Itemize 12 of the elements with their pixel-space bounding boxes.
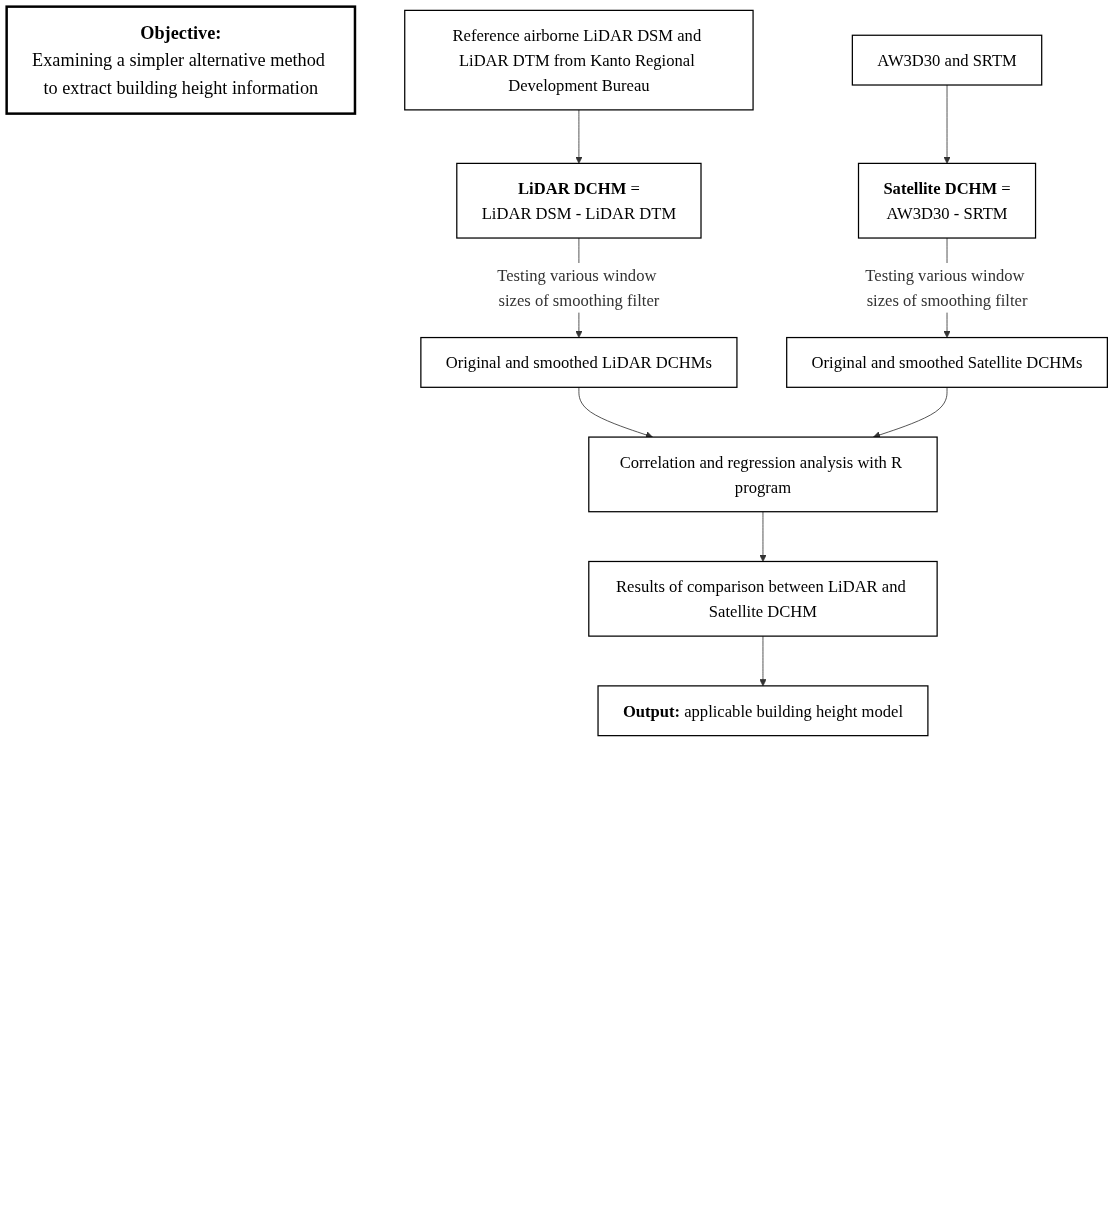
edge-label: Testing various window sizes of smoothing filter bbox=[865, 266, 1028, 310]
node-box: Reference airborne LiDAR DSM and LiDAR DTM from Kanto Regional Development Bureau bbox=[404, 9, 754, 111]
node-box: Original and smoothed LiDAR DCHMs bbox=[420, 336, 738, 388]
node-box: AW3D30 and SRTM bbox=[851, 34, 1043, 86]
node-box: Objective: Examining a simpler alternative method to extract building height information bbox=[5, 5, 357, 115]
node-box: Correlation and regression analysis with R program bbox=[588, 436, 938, 513]
node-box: Output: applicable building height model bbox=[597, 685, 929, 737]
node-box: Results of comparison between LiDAR and Satellite DCHM bbox=[588, 560, 938, 637]
edge-label: Testing various window sizes of smoothing filter bbox=[497, 266, 660, 310]
node-box: LiDAR DCHM = LiDAR DSM - LiDAR DTM bbox=[456, 162, 702, 239]
node-box: Satellite DCHM = AW3D30 - SRTM bbox=[857, 162, 1037, 239]
node-box: Original and smoothed Satellite DCHMs bbox=[786, 336, 1108, 388]
